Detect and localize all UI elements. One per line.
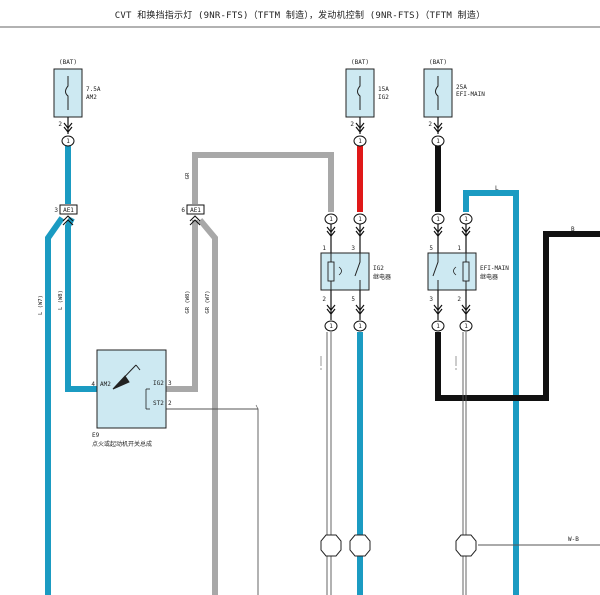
relay-efi-pin-bottom-1: 3 — [429, 296, 433, 303]
relay-efi-pin-top-1: 5 — [429, 245, 433, 252]
fuse-ig2-rating: 15A — [378, 86, 389, 93]
fuse-ig2-name: IG2 — [378, 94, 389, 101]
fuse-am2-source: (BAT) — [59, 59, 77, 66]
relay-ig2-conn-top-2: 1 — [358, 216, 362, 223]
wire-gray-gr-w8 — [166, 220, 198, 392]
relay-efi-desc: 继电器 — [480, 273, 498, 281]
wire-gray-gr-w7 — [197, 218, 218, 595]
connector-ae1-right-pin: 6 — [181, 207, 185, 214]
relay-ig2-pin-top-2: 3 — [351, 245, 355, 252]
wire-blue-l-w7 — [45, 216, 65, 595]
connector-ae1-left-pin: 3 — [54, 207, 58, 214]
switch-pin-st2-num: 2 — [168, 400, 172, 407]
splice-ig2-out-2 — [320, 534, 342, 557]
fuse-efi-rating: 25A — [456, 84, 467, 91]
relay-efi-name: EFI-MAIN — [480, 265, 509, 272]
wire-black-b — [435, 231, 600, 401]
ignition-switch: 4 AM2 IG2 3 ST2 2 E9 点火或起动机开关总成 — [91, 349, 172, 448]
wire-gray-gr — [192, 152, 334, 212]
splice-points — [320, 534, 477, 557]
wire-label-gr: GR — [185, 172, 191, 179]
wire-label-gr-w7: GR (W7) — [205, 290, 211, 313]
relay-ig2-pin-bottom-2: 5 — [351, 296, 355, 303]
relay-efi-conn-top-1: 1 — [436, 216, 440, 223]
switch-pin-ig2: IG2 — [153, 380, 164, 387]
fuse-am2-name: AM2 — [86, 94, 97, 101]
fuse-ig2-conn: 1 — [358, 138, 362, 145]
wire-label-l: L — [495, 185, 499, 192]
connector-ae1-right-label: AE1 — [190, 207, 201, 214]
relay-ig2: 1 1 1 3 IG2 继电器 2 5 1 1 — [320, 213, 391, 332]
fuse-ig2: (BAT) 15A IG2 2 1 — [345, 59, 389, 147]
switch-pin-ig2-num: 3 — [168, 380, 172, 387]
fuse-efi-pin: 2 — [428, 121, 432, 128]
wire-label-b: B — [571, 226, 575, 233]
relay-efi-pin-bottom-2: 2 — [457, 296, 461, 303]
wire-blue-l — [463, 190, 519, 595]
diagram-title: CVT 和换挡指示灯 (9NR-FTS)（TFTM 制造），发动机控制 (9NR… — [114, 11, 486, 21]
fuse-ig2-pin: 2 — [350, 121, 354, 128]
relay-efi-conn-top-2: 1 — [464, 216, 468, 223]
splice-ig2-out-5 — [349, 534, 371, 557]
wire-label-l-w8: L (W8) — [58, 290, 64, 310]
wire-blue-l-w8 — [65, 216, 98, 392]
relay-ig2-pin-top-1: 1 — [322, 245, 326, 252]
switch-ref: E9 — [92, 432, 100, 439]
switch-pin-st2: ST2 — [153, 400, 164, 407]
fuse-am2: (BAT) 7.5A AM2 2 1 — [53, 59, 101, 147]
fuse-ig2-source: (BAT) — [351, 59, 369, 66]
relay-efi-conn-bottom-2: 1 — [464, 323, 468, 330]
switch-pin-am2-num: 4 — [91, 381, 95, 388]
switch-name: 点火或起动机开关总成 — [92, 440, 152, 448]
fuse-efi-main: (BAT) 25A EFI-MAIN 2 1 — [423, 59, 485, 147]
wire-label-l-w7: L (W7) — [38, 295, 44, 315]
connector-ae1-left: 3 AE1 — [54, 204, 78, 226]
relay-ig2-name: IG2 — [373, 265, 384, 272]
connector-ae1-right: 6 AE1 — [181, 204, 205, 226]
relay-ig2-conn-bottom-2: 1 — [358, 323, 362, 330]
relay-efi-pin-top-2: 1 — [457, 245, 461, 252]
switch-pin-am2: AM2 — [100, 381, 111, 388]
relay-ig2-conn-top-1: 1 — [329, 216, 333, 223]
relay-ig2-conn-bottom-1: 1 — [329, 323, 333, 330]
fuse-efi-source: (BAT) — [429, 59, 447, 66]
splice-efi-out-2 — [455, 534, 477, 557]
wire-tick-marks — [255, 356, 457, 410]
fuse-am2-conn: 1 — [66, 138, 70, 145]
fuse-efi-conn: 1 — [436, 138, 440, 145]
relay-ig2-pin-bottom-1: 2 — [322, 296, 326, 303]
fuse-am2-pin: 2 — [58, 121, 62, 128]
fuse-efi-name-1: EFI-MAIN — [456, 91, 485, 98]
connector-ae1-left-label: AE1 — [63, 207, 74, 214]
relay-ig2-desc: 继电器 — [373, 273, 391, 281]
relay-efi-conn-bottom-1: 1 — [436, 323, 440, 330]
relay-efi-main: 1 1 5 1 EFI-MAIN 继电器 3 2 1 1 — [427, 213, 509, 332]
fuse-am2-rating: 7.5A — [86, 86, 101, 93]
wire-label-wb: W-B — [568, 536, 579, 543]
wire-label-gr-w8: GR (W8) — [185, 290, 191, 313]
